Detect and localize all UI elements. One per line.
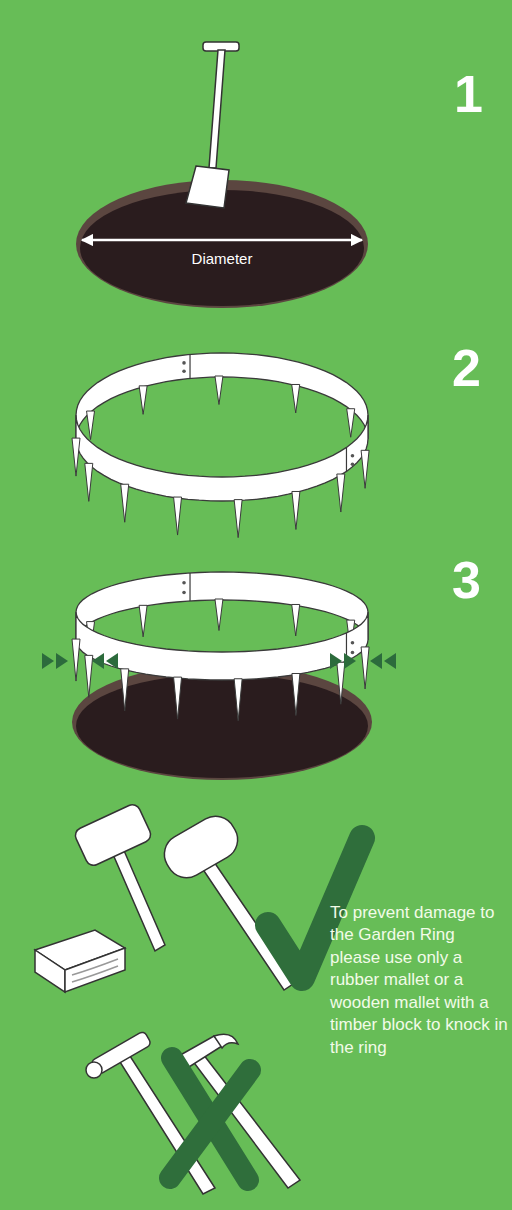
ring-spike xyxy=(337,662,345,704)
ring-hole-dot xyxy=(182,370,186,374)
ring-front-band xyxy=(76,612,368,680)
timber-block xyxy=(35,930,125,992)
ring-spike xyxy=(121,669,129,711)
ring-spike xyxy=(85,655,93,697)
ring-spike xyxy=(361,647,369,689)
step-number: 3 xyxy=(452,554,502,606)
dimension-label: Diameter xyxy=(162,249,282,269)
ring-spike xyxy=(234,500,242,538)
ring-hole-dot xyxy=(351,454,355,458)
ring-hole-dot xyxy=(182,361,186,365)
ring-spike xyxy=(361,450,369,488)
push-arrows xyxy=(42,653,396,669)
ring-spike xyxy=(139,605,147,637)
ring-joint xyxy=(189,573,190,601)
ring-spike xyxy=(139,386,147,415)
claw-hammer xyxy=(168,1034,300,1188)
step-number: 1 xyxy=(454,68,504,120)
ring-spike xyxy=(174,497,182,535)
ring-hole-dot xyxy=(351,641,355,645)
ring-spike xyxy=(215,599,223,631)
ring-front-band xyxy=(76,415,368,501)
ring-joint xyxy=(189,355,190,379)
ring-spike xyxy=(174,677,182,719)
ring-spike xyxy=(234,679,242,721)
instruction-note: To prevent damage to the Garden Ring ple… xyxy=(330,902,508,1059)
spade xyxy=(186,42,239,208)
ring-hole-dot xyxy=(351,651,355,655)
ring-spike xyxy=(292,384,300,413)
garden-ring-placed xyxy=(72,572,369,721)
ring-hole xyxy=(72,664,372,780)
diameter-arrow xyxy=(82,239,362,242)
ring-spike xyxy=(121,484,129,522)
ring-spike xyxy=(215,376,223,405)
ring-hole-dot xyxy=(182,581,186,585)
ring-back-band xyxy=(76,353,368,439)
ring-spike xyxy=(337,474,345,512)
ring-spike xyxy=(72,438,80,476)
ring-spike xyxy=(292,604,300,636)
ring-spike xyxy=(292,673,300,715)
ring-back-band xyxy=(76,572,368,640)
ring-spike xyxy=(347,409,355,438)
step-number: 2 xyxy=(452,342,502,394)
ring-hole-dot xyxy=(351,462,355,466)
garden-ring-parts xyxy=(72,353,369,538)
ring-spike xyxy=(292,491,300,529)
rubber-mallet xyxy=(73,802,165,951)
ring-spike xyxy=(72,639,80,681)
ring-hole-dot xyxy=(182,591,186,595)
wooden-mallet xyxy=(157,809,296,990)
ring-joint xyxy=(346,447,347,471)
cross-mark xyxy=(170,1058,250,1180)
ring-spike xyxy=(87,411,95,440)
ring-spike xyxy=(85,463,93,501)
